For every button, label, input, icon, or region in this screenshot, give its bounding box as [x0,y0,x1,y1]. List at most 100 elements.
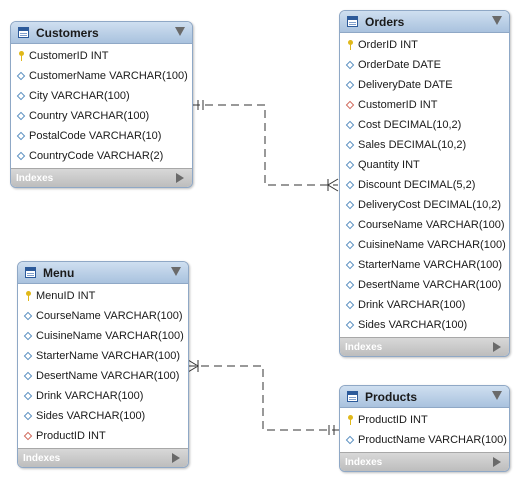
column-marker [344,160,356,170]
collapse-triangle-icon[interactable] [492,391,502,400]
expand-arrow-icon[interactable] [493,342,501,352]
table-menu[interactable]: Menu MenuID INT CourseName VARCHAR(100) Cu… [17,261,189,468]
column-row[interactable]: CountryCode VARCHAR(2) [11,146,192,166]
column-row[interactable]: CourseName VARCHAR(100) [18,306,188,326]
column-row[interactable]: StarterName VARCHAR(100) [340,255,509,275]
column-marker [15,131,27,141]
column-diamond-icon [345,160,355,170]
table-title-orders: Orders [365,14,405,29]
column-label: PostalCode VARCHAR(10) [29,130,162,142]
column-row[interactable]: ProductID INT [340,410,509,430]
column-row[interactable]: Sides VARCHAR(100) [18,406,188,426]
column-diamond-icon [16,91,26,101]
primary-key-icon [18,51,24,61]
column-diamond-icon [345,280,355,290]
column-diamond-icon [16,131,26,141]
expand-arrow-icon[interactable] [176,173,184,183]
column-label: CuisineName VARCHAR(100) [358,239,506,251]
column-label: Cost DECIMAL(10,2) [358,119,462,131]
collapse-triangle-icon[interactable] [492,16,502,25]
column-marker [22,431,34,441]
column-label: DeliveryCost DECIMAL(10,2) [358,199,502,211]
expand-arrow-icon[interactable] [172,453,180,463]
indexes-section-customers[interactable]: Indexes [11,168,192,187]
link-products-menu [188,365,340,431]
column-label: City VARCHAR(100) [29,90,130,102]
indexes-section-orders[interactable]: Indexes [340,337,509,356]
link-customers-orders-crowfoot [327,178,339,192]
primary-key-icon [347,40,353,50]
column-diamond-icon [345,260,355,270]
column-row[interactable]: Drink VARCHAR(100) [340,295,509,315]
column-row[interactable]: OrderID INT [340,35,509,55]
column-marker [344,240,356,250]
column-row[interactable]: Country VARCHAR(100) [11,106,192,126]
column-row[interactable]: OrderDate DATE [340,55,509,75]
column-label: CustomerName VARCHAR(100) [29,70,188,82]
indexes-label: Indexes [16,172,54,184]
column-marker [344,320,356,330]
column-marker [344,80,356,90]
column-row[interactable]: StarterName VARCHAR(100) [18,346,188,366]
column-label: Discount DECIMAL(5,2) [358,179,476,191]
table-title-menu: Menu [43,265,75,280]
column-row[interactable]: ProductID INT [18,426,188,446]
column-label: CuisineName VARCHAR(100) [36,330,184,342]
collapse-triangle-icon[interactable] [175,27,185,36]
column-row[interactable]: MenuID INT [18,286,188,306]
column-row[interactable]: DesertName VARCHAR(100) [340,275,509,295]
column-row[interactable]: DeliveryCost DECIMAL(10,2) [340,195,509,215]
table-header-customers[interactable]: Customers [11,22,192,44]
column-row[interactable]: City VARCHAR(100) [11,86,192,106]
column-label: Country VARCHAR(100) [29,110,150,122]
link-customers-orders [192,104,338,186]
expand-arrow-icon[interactable] [493,457,501,467]
column-label: CustomerID INT [358,99,438,111]
column-row[interactable]: Quantity INT [340,155,509,175]
column-diamond-icon [345,120,355,130]
column-diamond-icon [16,111,26,121]
column-row[interactable]: CourseName VARCHAR(100) [340,215,509,235]
column-diamond-icon [16,71,26,81]
column-row[interactable]: CustomerID INT [11,46,192,66]
column-row[interactable]: ProductName VARCHAR(100) [340,430,509,450]
column-row[interactable]: DeliveryDate DATE [340,75,509,95]
column-row[interactable]: Drink VARCHAR(100) [18,386,188,406]
table-header-menu[interactable]: Menu [18,262,188,284]
foreign-key-diamond-icon [23,431,33,441]
column-row[interactable]: CustomerID INT [340,95,509,115]
column-row[interactable]: CustomerName VARCHAR(100) [11,66,192,86]
column-label: MenuID INT [36,290,96,302]
column-label: Sides VARCHAR(100) [358,319,468,331]
column-diamond-icon [345,435,355,445]
indexes-section-menu[interactable]: Indexes [18,448,188,467]
column-marker [22,291,34,301]
column-row[interactable]: Discount DECIMAL(5,2) [340,175,509,195]
column-row[interactable]: Cost DECIMAL(10,2) [340,115,509,135]
column-row[interactable]: Sides VARCHAR(100) [340,315,509,335]
column-label: OrderID INT [358,39,418,51]
column-marker [22,391,34,401]
column-marker [344,435,356,445]
indexes-section-products[interactable]: Indexes [340,452,509,471]
indexes-label: Indexes [23,452,61,464]
table-header-orders[interactable]: Orders [340,11,509,33]
table-icon [347,391,358,402]
column-row[interactable]: CuisineName VARCHAR(100) [340,235,509,255]
column-diamond-icon [345,80,355,90]
column-marker [344,120,356,130]
column-marker [344,280,356,290]
collapse-triangle-icon[interactable] [171,267,181,276]
column-row[interactable]: PostalCode VARCHAR(10) [11,126,192,146]
column-label: Sales DECIMAL(10,2) [358,139,467,151]
column-row[interactable]: Sales DECIMAL(10,2) [340,135,509,155]
column-label: Sides VARCHAR(100) [36,410,146,422]
column-row[interactable]: CuisineName VARCHAR(100) [18,326,188,346]
column-row[interactable]: DesertName VARCHAR(100) [18,366,188,386]
table-header-products[interactable]: Products [340,386,509,408]
table-customers[interactable]: Customers CustomerID INT CustomerName VAR… [10,21,193,188]
column-label: Drink VARCHAR(100) [358,299,466,311]
column-diamond-icon [345,320,355,330]
